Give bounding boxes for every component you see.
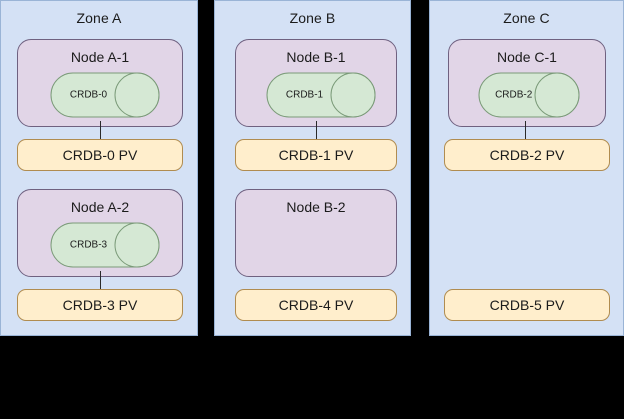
cylinder-shape [266,72,376,118]
cylinder-shape [478,72,580,118]
pv-crdb-5[interactable]: CRDB-5 PV [444,289,610,321]
node-b-2-title: Node B-2 [286,199,346,215]
pv-crdb-3[interactable]: CRDB-3 PV [17,289,183,321]
node-b-1-title: Node B-1 [286,49,346,65]
zone-c[interactable]: Zone C Node C-1 CRDB-2 CRDB-2 PV CRDB-5 … [429,0,624,336]
cylinder-crdb-2[interactable]: CRDB-2 [478,72,580,118]
node-a-2-title: Node A-2 [70,199,130,215]
pv-crdb-4-label: CRDB-4 PV [278,297,354,313]
pv-crdb-0-label: CRDB-0 PV [62,147,138,163]
pv-crdb-5-label: CRDB-5 PV [489,297,565,313]
node-c-1[interactable]: Node C-1 CRDB-2 [448,39,606,127]
connector-node-a-2-to-crdb-3-pv [100,271,101,291]
cylinder-crdb-0[interactable]: CRDB-0 [50,72,160,118]
node-a-1[interactable]: Node A-1 CRDB-0 [17,39,183,127]
pv-crdb-0[interactable]: CRDB-0 PV [17,139,183,171]
node-a-2[interactable]: Node A-2 CRDB-3 [17,189,183,277]
cylinder-crdb-3[interactable]: CRDB-3 [50,222,160,268]
node-b-2[interactable]: Node B-2 [235,189,397,277]
pv-crdb-1[interactable]: CRDB-1 PV [235,139,397,171]
pv-crdb-4[interactable]: CRDB-4 PV [235,289,397,321]
node-c-1-title: Node C-1 [497,49,557,65]
cylinder-crdb-1[interactable]: CRDB-1 [266,72,376,118]
zone-b[interactable]: Zone B Node B-1 CRDB-1 CRDB-1 PV Node B-… [214,0,411,336]
cylinder-shape [50,222,160,268]
node-b-1[interactable]: Node B-1 CRDB-1 [235,39,397,127]
pv-crdb-2[interactable]: CRDB-2 PV [444,139,610,171]
node-a-1-title: Node A-1 [70,49,130,65]
pv-crdb-3-label: CRDB-3 PV [62,297,138,313]
connector-node-b-1-to-crdb-1-pv [316,121,317,141]
zone-a[interactable]: Zone A Node A-1 CRDB-0 CRDB-0 PV Node A-… [0,0,198,336]
pv-crdb-1-label: CRDB-1 PV [278,147,354,163]
zone-b-title: Zone B [289,10,336,26]
pv-crdb-2-label: CRDB-2 PV [489,147,565,163]
zone-c-title: Zone C [503,10,550,26]
connector-node-a-1-to-crdb-0-pv [100,121,101,141]
connector-node-c-1-to-crdb-2-pv [525,121,526,141]
zone-a-title: Zone A [76,10,122,26]
cylinder-shape [50,72,160,118]
